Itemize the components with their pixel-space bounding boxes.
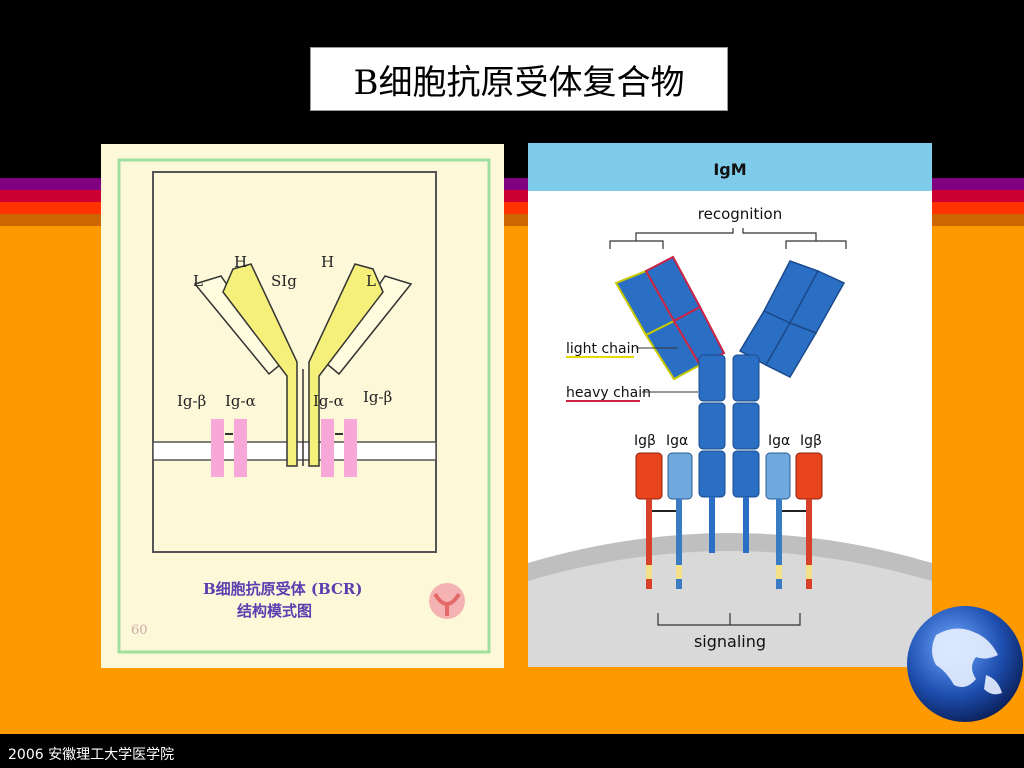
heavy-chain-right <box>308 263 384 467</box>
ig-beta-left-bar <box>211 419 224 477</box>
left-bcr-figure: L H SIg H L Ig-β Ig-α Ig-α Ig-β B细胞抗原受体 … <box>101 144 504 668</box>
right-arm <box>738 260 846 378</box>
heavy-chain-left <box>222 263 298 467</box>
label-heavy-chain: heavy chain <box>566 385 651 401</box>
label-h-right: H <box>321 253 334 271</box>
igm-bcr-diagram: IgM recognition <box>528 143 932 667</box>
label-ig-alpha-left: Igα <box>666 433 688 449</box>
slide-title: B细胞抗原受体复合物 <box>310 47 728 111</box>
figure-header <box>528 143 932 191</box>
bcr-structure-diagram: L H SIg H L Ig-β Ig-α Ig-α Ig-β B细胞抗原受体 … <box>117 158 491 654</box>
label-ig-beta-left: Ig-β <box>177 392 206 410</box>
header-igm: IgM <box>713 160 746 179</box>
ig-beta-right-bar <box>344 419 357 477</box>
page-number: 60 <box>131 623 148 638</box>
ig-alpha-right-bar <box>321 419 334 477</box>
heavy-chain-stem <box>698 354 760 553</box>
caption-line-2: 结构模式图 <box>237 602 312 620</box>
label-ig-beta-left: Igβ <box>634 433 656 449</box>
label-sig: SIg <box>271 272 297 290</box>
label-signaling: signaling <box>694 632 766 651</box>
ig-alpha-beta-right <box>765 452 823 589</box>
ig-alpha-left-bar <box>234 419 247 477</box>
heavy-chain-left <box>644 255 726 367</box>
label-light-chain: light chain <box>566 341 639 357</box>
globe-icon <box>906 605 1024 723</box>
bottom-black-band <box>0 734 1024 768</box>
label-ig-beta-right: Igβ <box>800 433 822 449</box>
caption-line-1: B细胞抗原受体 (BCR) <box>203 580 362 598</box>
label-recognition: recognition <box>698 205 782 223</box>
label-h-left: H <box>234 253 247 271</box>
label-ig-alpha-right: Ig-α <box>313 392 344 410</box>
ig-beta-alpha-left <box>635 452 693 589</box>
label-ig-alpha-right: Igα <box>768 433 790 449</box>
slide-footer: 2006 安徽理工大学医学院 <box>8 747 175 763</box>
label-l-left: L <box>193 272 203 290</box>
label-l-right: L <box>366 272 376 290</box>
label-ig-beta-right: Ig-β <box>363 388 392 406</box>
right-igm-figure: IgM recognition <box>528 143 932 667</box>
publisher-logo <box>429 583 465 619</box>
label-ig-alpha-left: Ig-α <box>225 392 256 410</box>
